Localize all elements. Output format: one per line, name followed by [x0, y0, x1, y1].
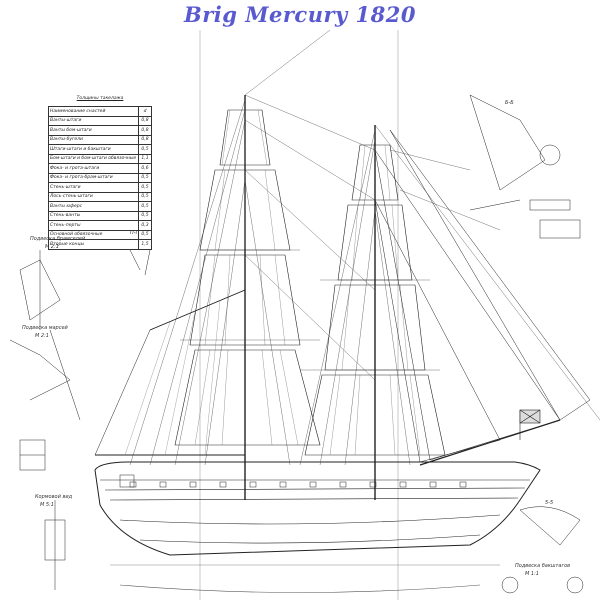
scale-label: M 2:1 — [45, 244, 59, 250]
page-title: Brig Mercury 1820 — [183, 2, 417, 27]
detail-label: Кормовой вид — [35, 494, 73, 500]
scale-label: M 2:1 — [35, 333, 49, 339]
detail-label: Подвеска марсей — [22, 325, 68, 331]
scale-label: M 5:1 — [40, 502, 54, 508]
scale-label: M 1:1 — [525, 571, 539, 577]
jib-sails — [374, 129, 591, 463]
flag — [519, 409, 541, 440]
detail-label: Подвеска бакштагов — [515, 563, 571, 569]
hull — [94, 461, 541, 593]
section-label: П-П — [130, 230, 140, 236]
detail-label: Подвеска брамселей — [30, 236, 86, 242]
table-caption: Толщины такелажа — [76, 96, 124, 101]
detail-sketches — [9, 94, 584, 594]
section-label: Б-Б — [505, 100, 514, 106]
main-sails — [174, 109, 321, 446]
section-label: 5-5 — [545, 500, 554, 506]
rigging-lines — [129, 29, 600, 466]
spanker-sail — [94, 289, 246, 456]
